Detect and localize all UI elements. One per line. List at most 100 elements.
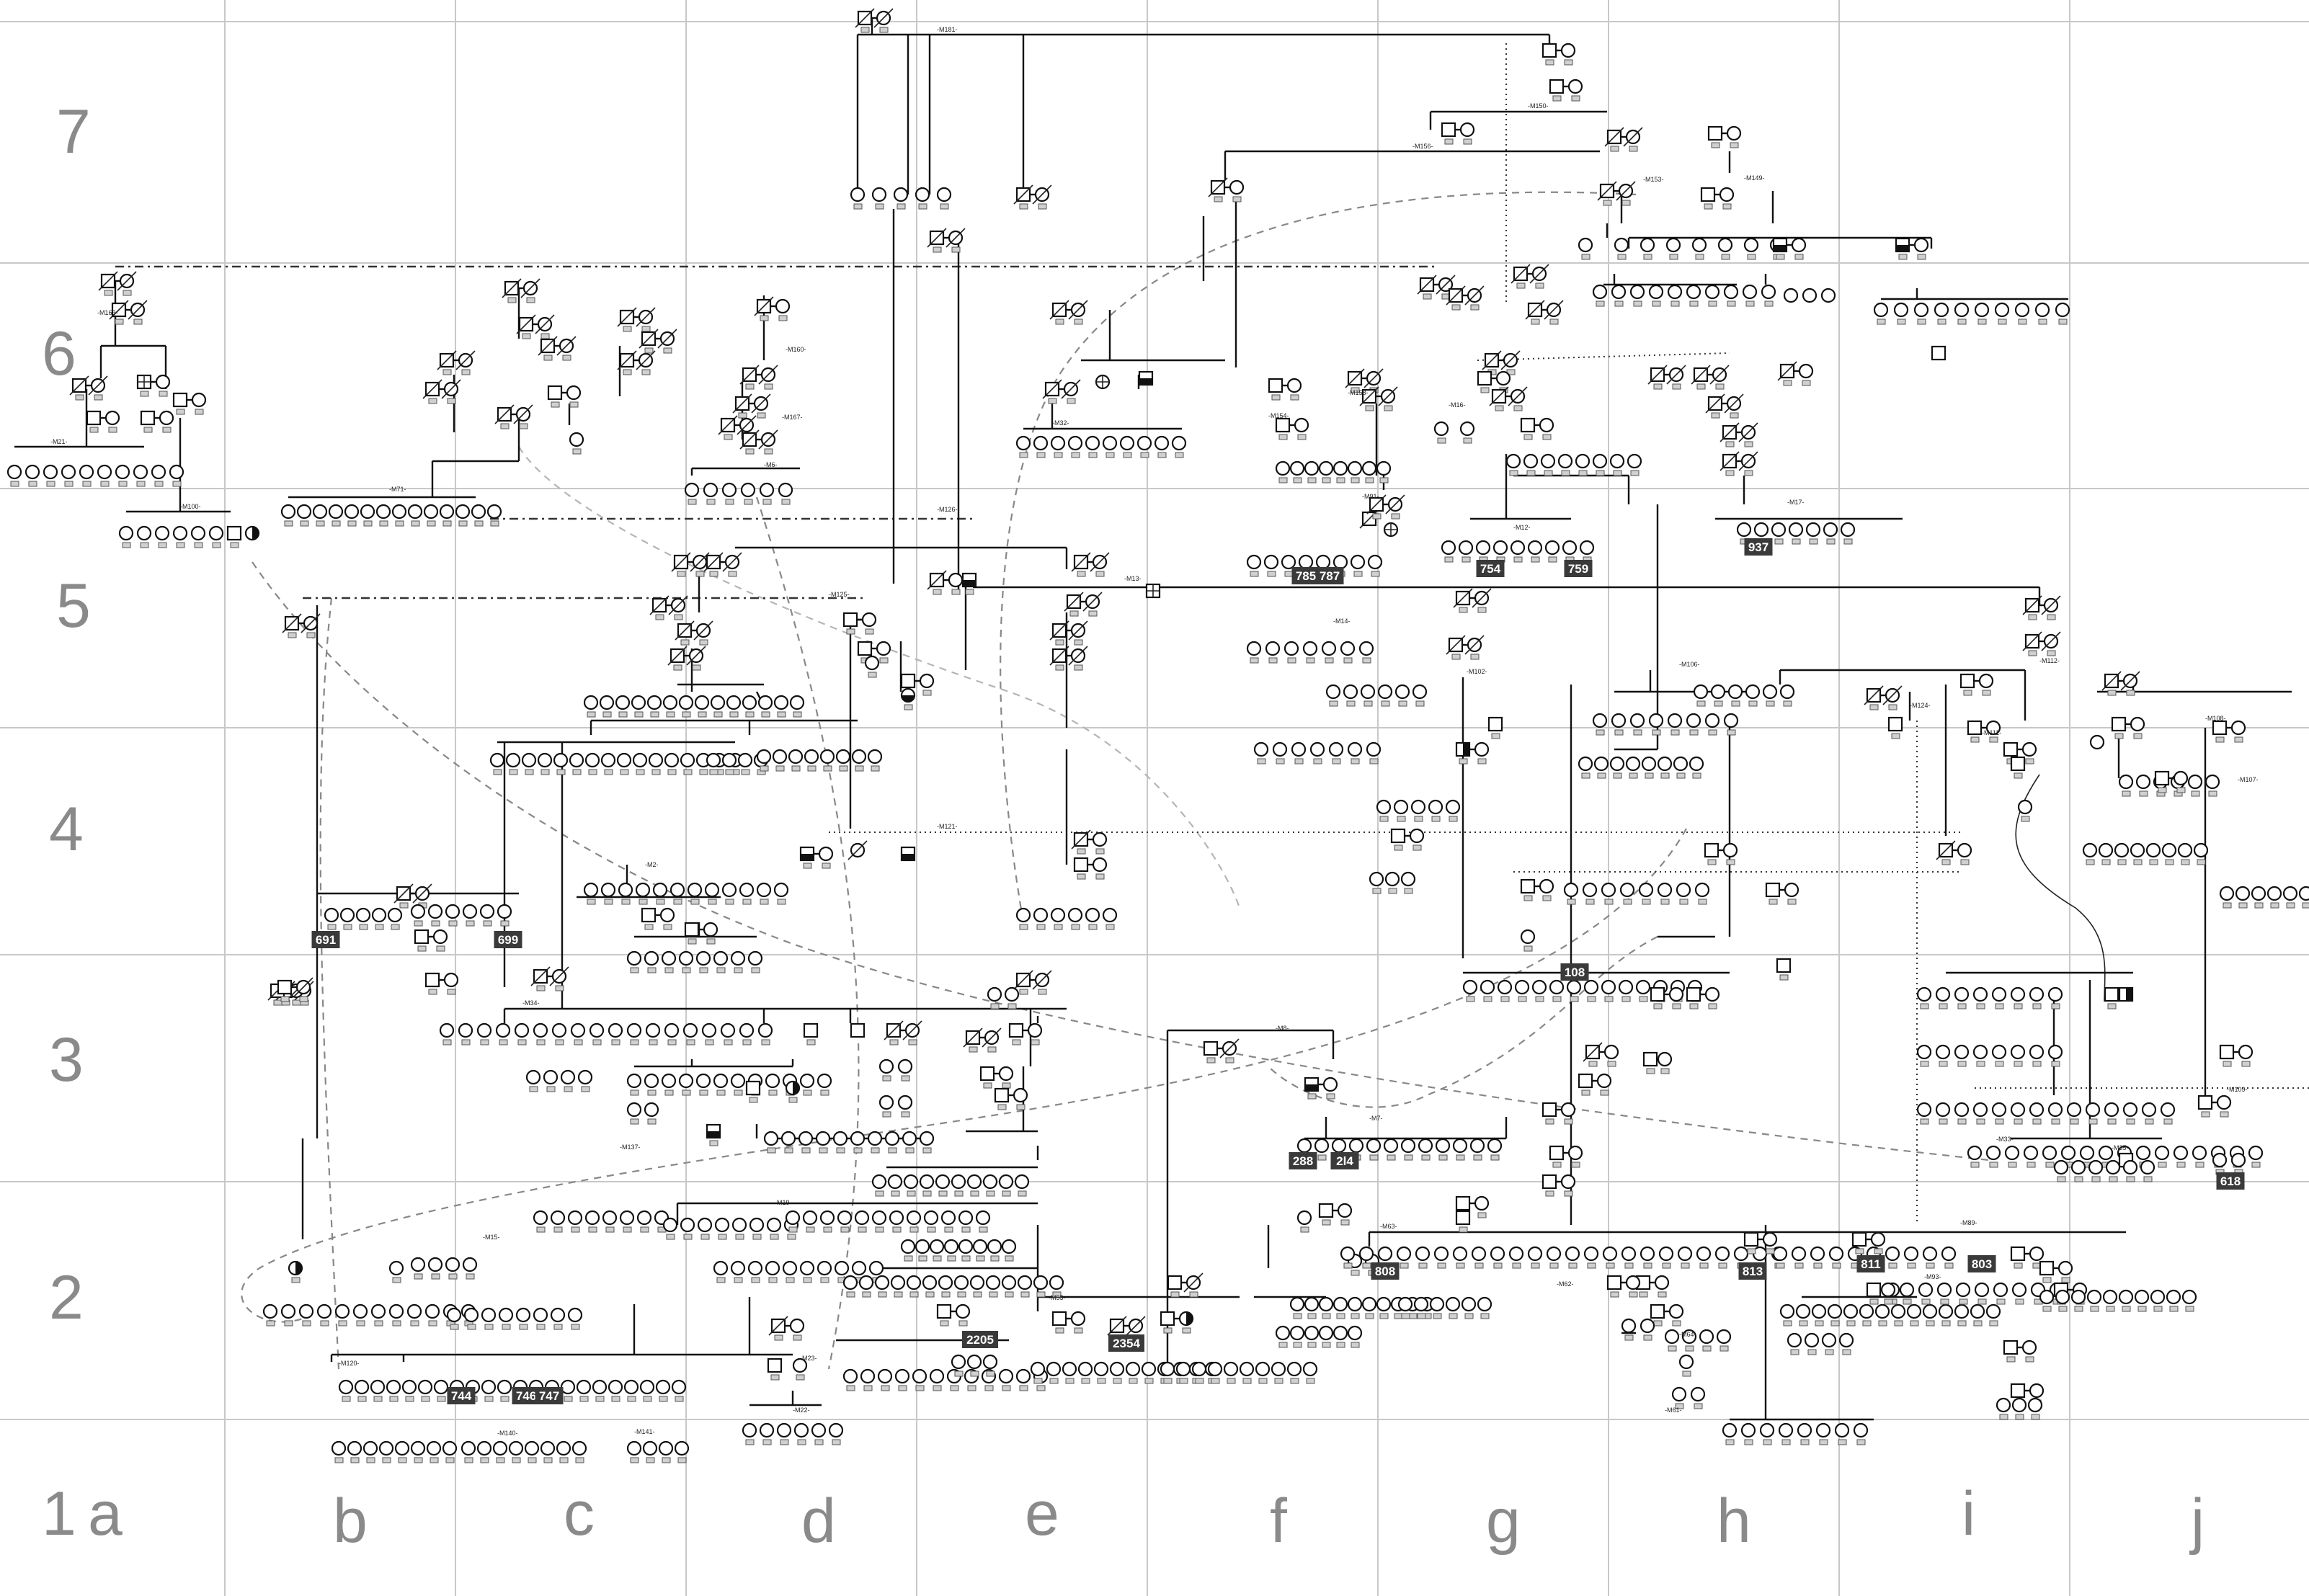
sample-id-text: 691 [316,933,336,947]
female-symbol [1435,1138,1451,1161]
female-symbol [407,504,423,527]
male-symbol [1887,716,1903,739]
female-symbol [906,1275,922,1298]
female-symbol [763,1131,779,1154]
female-symbol [521,752,537,775]
female-symbol [1880,1282,1896,1305]
female-symbol [1696,1246,1712,1269]
female-symbol [731,1217,747,1240]
column-label: f [1270,1486,1288,1556]
female-symbol [860,1368,876,1391]
female-symbol [687,882,703,905]
female-symbol [897,1095,913,1118]
female-symbol [2219,886,2235,909]
female-symbol [551,1022,567,1046]
female-symbol [742,1422,757,1445]
male-symbol [1959,673,1975,696]
female-symbol [951,1174,966,1197]
male-symbol [1866,1282,1882,1305]
female-symbol [1397,1296,1413,1319]
connector-curve [241,828,1687,1323]
female-symbol [919,1174,935,1197]
female-symbol [360,504,375,527]
sample-id-box: 691 [311,931,340,948]
female-symbol [388,1303,404,1327]
female-symbol [155,374,171,397]
family-label: -M181- [937,26,958,33]
female-symbol [2145,842,2161,865]
female-symbol [1640,237,1655,260]
female-symbol [1985,1303,2001,1327]
female-symbol [1309,741,1325,764]
male-symbol [1895,237,1910,260]
female-symbol [664,752,680,775]
female-symbol [2118,1289,2134,1312]
female-symbol [1710,684,1726,707]
female-symbol [1704,986,1720,1009]
female-symbol [722,552,742,577]
female-symbol [1625,1275,1641,1298]
female-symbol [713,1260,729,1283]
male-symbol [1366,494,1387,520]
female-symbol [871,187,887,210]
female-symbol [288,1260,303,1283]
female-symbol [664,1022,680,1046]
female-symbol [1400,1138,1416,1161]
female-symbol [1508,386,1528,411]
female-symbol [912,1368,927,1391]
female-symbol [1722,1422,1738,1445]
family-label: -M156- [1412,143,1433,150]
female-symbol [958,1210,974,1233]
column-label: h [1717,1486,1751,1556]
female-symbol [338,1379,354,1402]
female-symbol [1621,1318,1637,1341]
female-symbol [2216,1095,2232,1118]
female-symbol [874,1275,890,1298]
female-symbol [850,187,866,210]
female-symbol [2150,1289,2166,1312]
female-symbol [851,1260,867,1283]
male-symbol [1578,1073,1593,1096]
female-symbol [462,1257,478,1280]
female-symbol [1743,237,1759,260]
female-symbol [842,1368,858,1391]
sample-id-text: 699 [498,933,518,947]
female-symbol [1582,882,1598,905]
female-symbol [1934,302,1949,325]
female-symbol [626,950,642,973]
male-symbol [282,613,302,638]
female-symbol [1441,540,1456,563]
sample-id-text: 618 [2220,1174,2241,1188]
female-symbol [1562,540,1578,563]
female-symbol [1689,756,1704,779]
male-symbol [1318,1203,1334,1226]
female-symbol [370,1303,386,1327]
male-symbol [140,410,156,433]
male-symbol [393,883,414,909]
female-symbol [410,904,426,927]
female-symbol [569,432,584,455]
female-symbol [902,1020,922,1046]
female-symbol [441,379,461,404]
female-symbol [1523,453,1539,476]
female-symbol [1916,1044,1932,1067]
female-symbol [208,525,224,548]
female-symbol [1658,1246,1674,1269]
female-symbol [388,1260,404,1283]
female-symbol [1611,284,1627,307]
male-symbol [2101,671,2122,696]
male-symbol [1487,716,1503,739]
female-symbol [1452,1246,1468,1269]
row-label: 7 [56,97,91,166]
female-symbol [1400,871,1416,894]
female-symbol [842,1275,858,1298]
female-symbol [1913,237,1929,260]
family-label: -M33- [1996,1136,2014,1143]
female-symbol [1635,979,1651,1002]
family-label: -M6- [764,461,778,468]
female-symbol [1015,907,1031,930]
female-symbol [515,1307,531,1330]
female-symbol [2102,1289,2118,1312]
female-symbol [873,8,894,33]
sample-id-box: 2l4 [1330,1152,1359,1169]
